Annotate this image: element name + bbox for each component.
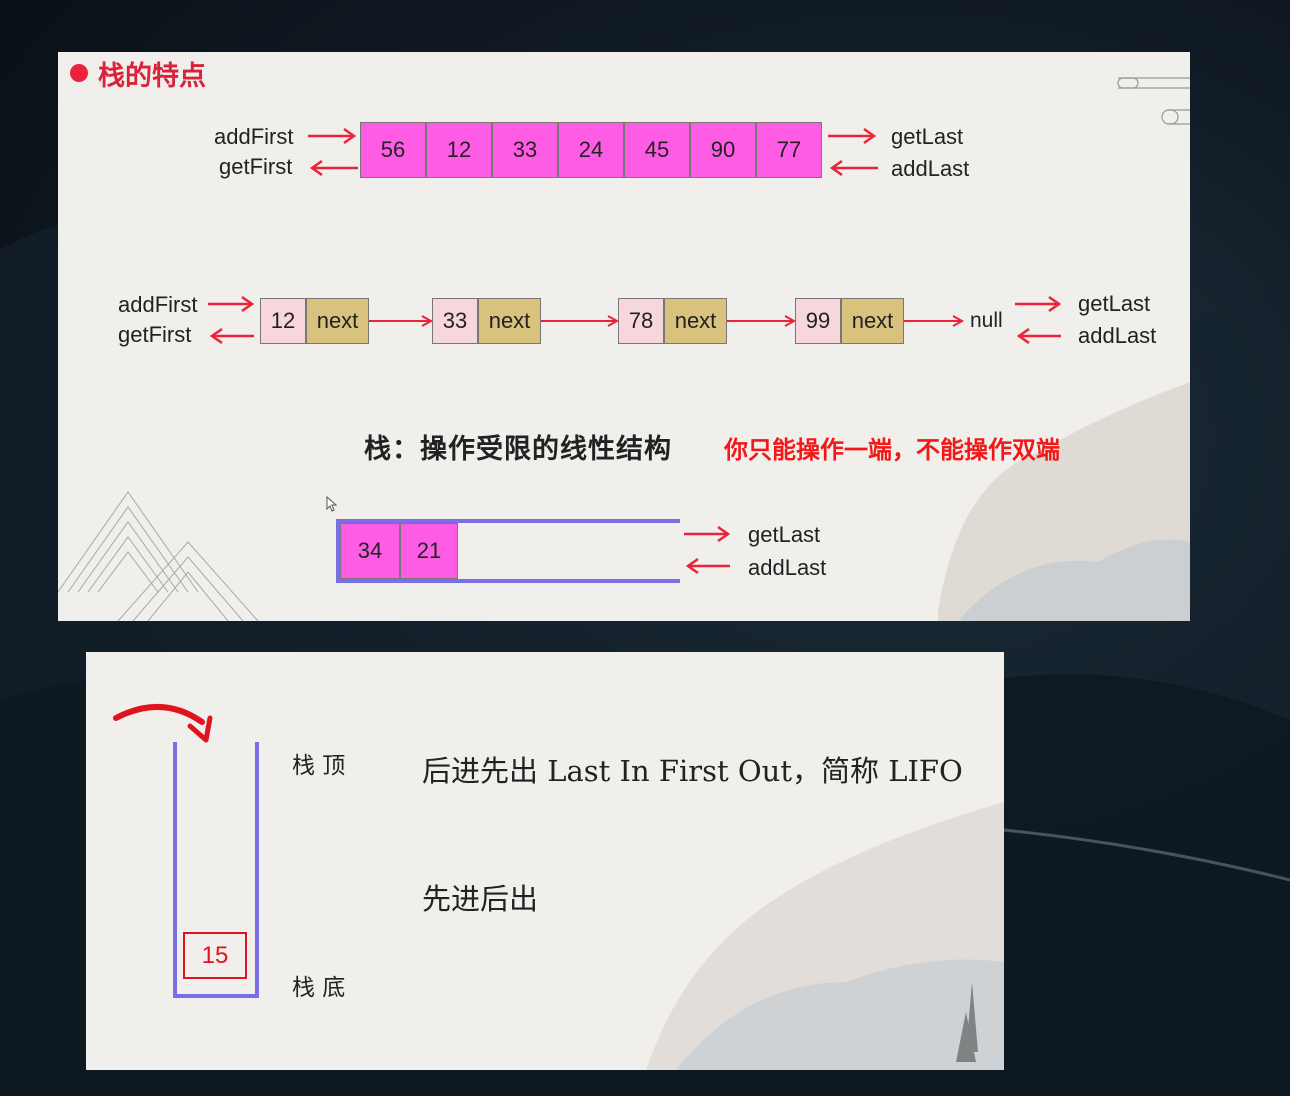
array-cell: 24: [558, 122, 624, 178]
decorative-scenery: [646, 802, 1004, 1070]
mouse-cursor-icon: [326, 496, 338, 512]
array-getlast-label: getLast: [891, 124, 964, 149]
stack-bucket: [173, 742, 259, 998]
push-arrow-icon: [113, 704, 213, 743]
list-node-next: next: [664, 298, 727, 344]
array-cell: 12: [426, 122, 492, 178]
array-cell: 77: [756, 122, 822, 178]
list-addlast-label: addLast: [1078, 323, 1157, 348]
list-null-label: null: [970, 309, 1003, 332]
slide-lifo: 15 栈 顶 栈 底 后进先出 Last In First Out，简称 LIF…: [86, 652, 1004, 1070]
stack-container: [336, 519, 680, 583]
one-end-note: 你只能操作一端，不能操作双端: [724, 436, 1060, 464]
list-link-arrows: [369, 315, 965, 327]
stack-right-arrows: [684, 525, 731, 575]
stack-bottom-label: 栈 底: [292, 975, 346, 1001]
array-cell: 45: [624, 122, 690, 178]
stack-top-label: 栈 顶: [292, 753, 346, 779]
array-left-arrows: [308, 127, 358, 177]
list-node-next: next: [841, 298, 904, 344]
list-node-value: 33: [432, 298, 478, 344]
stack-definition: 栈：操作受限的线性结构: [364, 434, 672, 465]
list-node-next: next: [478, 298, 541, 344]
array-getfirst-label: getFirst: [219, 154, 293, 179]
array-cell: 33: [492, 122, 558, 178]
stack-getlast-label: getLast: [748, 522, 821, 547]
filo-text: 先进后出: [422, 882, 539, 916]
stack-cell: 34: [340, 523, 400, 579]
stack-cell: 21: [400, 523, 458, 579]
list-left-arrows: [208, 295, 255, 345]
list-getlast-label: getLast: [1078, 291, 1151, 316]
list-addfirst-label: addFirst: [118, 292, 198, 317]
slide-stack-features: 栈的特点 addFirst getFirst 56 12 33 24 45 90…: [58, 52, 1190, 621]
array-addlast-label: addLast: [891, 156, 970, 181]
stack-item: 15: [183, 932, 247, 979]
list-node-next: next: [306, 298, 369, 344]
list-getfirst-label: getFirst: [118, 322, 192, 347]
bullet-dot: [70, 64, 88, 82]
array-cell: 90: [690, 122, 756, 178]
list-node-value: 12: [260, 298, 306, 344]
lifo-text: 后进先出 Last In First Out，简称 LIFO: [422, 754, 963, 788]
slide-title: 栈的特点: [98, 61, 206, 92]
array-right-arrows: [828, 127, 878, 177]
array-cell: 56: [360, 122, 426, 178]
list-right-arrows: [1015, 295, 1062, 345]
list-node-value: 99: [795, 298, 841, 344]
list-node-value: 78: [618, 298, 664, 344]
decorative-scenery: [58, 77, 1190, 621]
array-addfirst-label: addFirst: [214, 124, 294, 149]
stack-addlast-label: addLast: [748, 555, 827, 580]
